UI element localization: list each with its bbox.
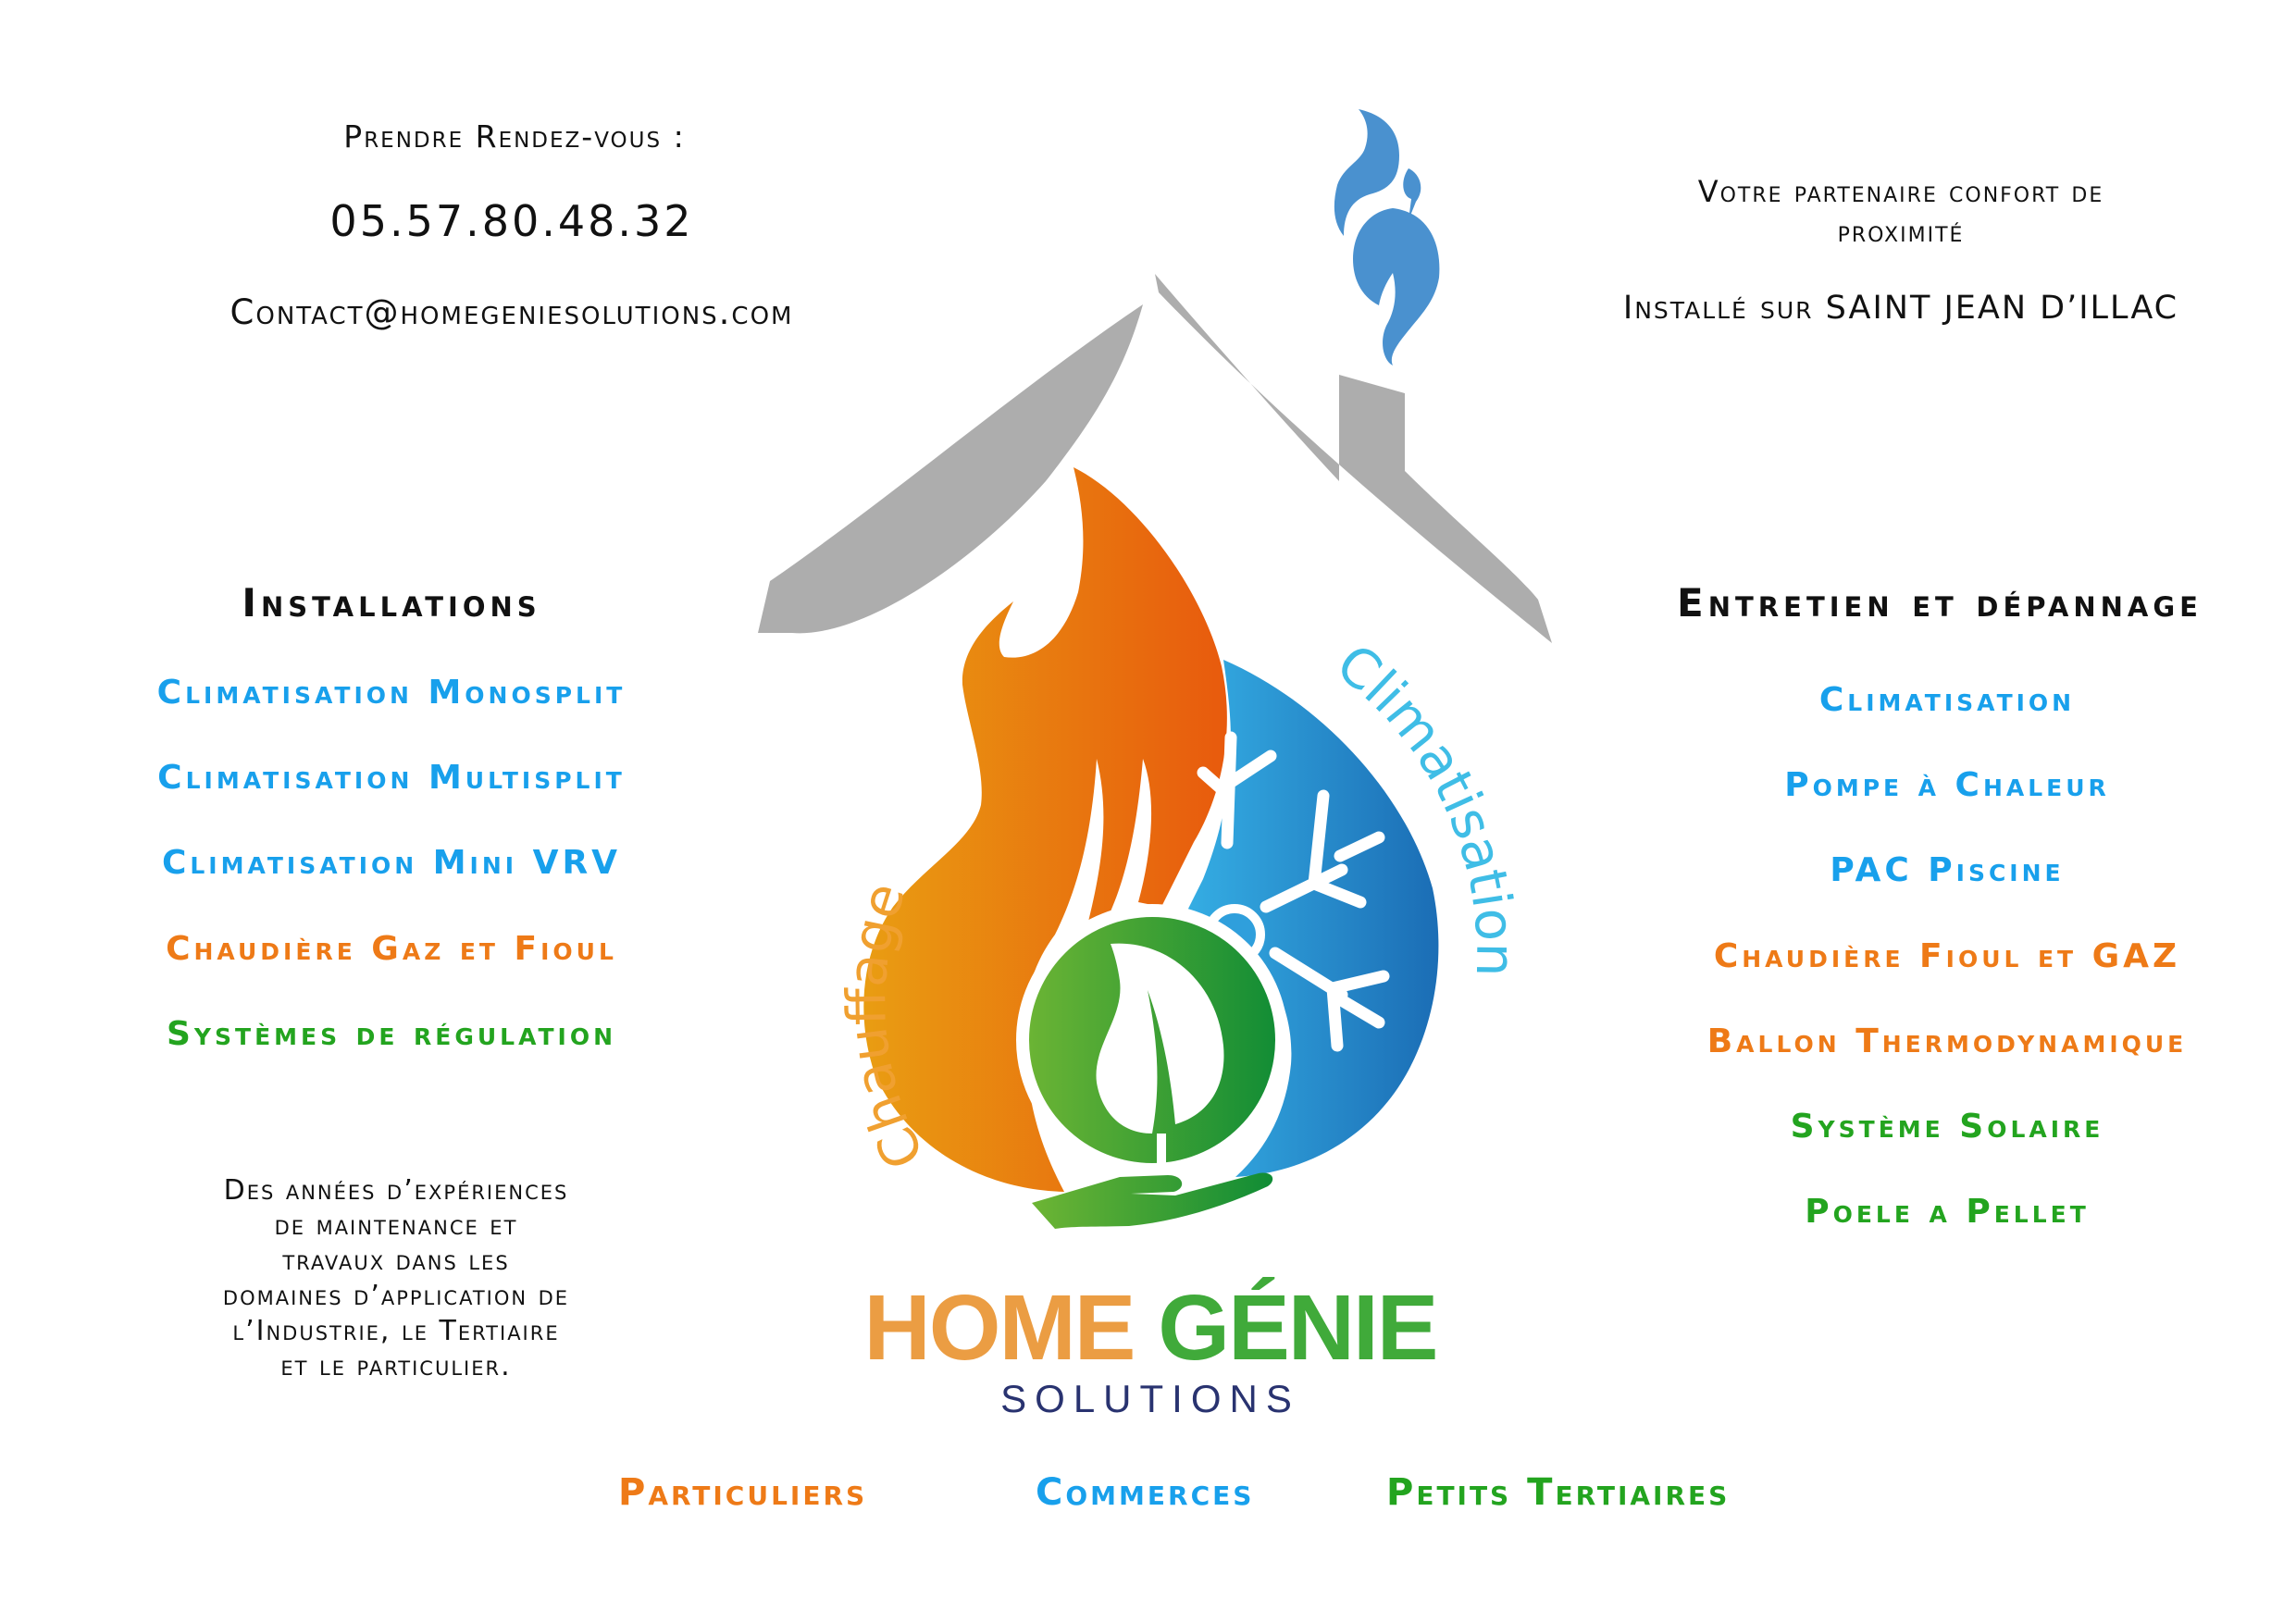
- experience-line: domaines d’application de: [222, 1280, 570, 1312]
- brand-name: HOME GÉNIE: [863, 1275, 1439, 1381]
- water-drop-icon: [1185, 660, 1439, 1177]
- tagline-line1: Votre partenaire confort de: [1697, 174, 2104, 209]
- installation-item: Climatisation Monosplit: [156, 674, 627, 712]
- location-text: Installé sur SAINT JEAN D’ILLAC: [1622, 290, 2179, 327]
- brand-subtitle: SOLUTIONS: [1000, 1377, 1300, 1420]
- tagline-line2: proximité: [1837, 214, 1965, 249]
- experience-line: l’Industrie, le Tertiaire: [232, 1315, 560, 1347]
- clientele-particuliers: Particuliers: [618, 1471, 868, 1514]
- appointment-label: Prendre Rendez-vous :: [343, 118, 686, 155]
- leaf-icon: [1096, 943, 1224, 1134]
- experience-line: travaux dans les: [282, 1245, 510, 1277]
- maintenance-item: Poele a Pellet: [1805, 1193, 2090, 1231]
- experience-paragraph: Des années d’expériences de maintenance …: [223, 1173, 569, 1384]
- snowflake-icon: [1197, 731, 1390, 1052]
- maintenance-item: Climatisation: [1818, 681, 2076, 719]
- maintenance-item: PAC Piscine: [1830, 851, 2065, 889]
- installation-item: Climatisation Multisplit: [157, 759, 626, 797]
- flame-icon: [863, 467, 1227, 1192]
- hand-icon: [1032, 1172, 1273, 1229]
- experience-line: de maintenance et: [274, 1209, 518, 1242]
- maintenance-heading: Entretien et dépannage: [1677, 580, 2203, 626]
- installation-item: Chaudière Gaz et Fioul: [166, 930, 617, 968]
- brand-word-home: HOME: [863, 1276, 1136, 1380]
- brand-word-genie: GÉNIE: [1158, 1276, 1438, 1380]
- clientele-petits-tertiaires: Petits Tertiaires: [1386, 1471, 1731, 1514]
- house-roof-icon: [758, 274, 1552, 643]
- maintenance-item: Système Solaire: [1790, 1108, 2104, 1146]
- installations-heading: Installations: [242, 580, 541, 626]
- installation-item: Systèmes de régulation: [166, 1015, 617, 1053]
- maintenance-item: Ballon Thermodynamique: [1706, 1022, 2188, 1060]
- maintenance-item: Pompe à Chaleur: [1784, 766, 2110, 804]
- clientele-commerces: Commerces: [1036, 1471, 1255, 1514]
- experience-line: et le particulier.: [280, 1350, 512, 1382]
- phone-number[interactable]: 05.57.80.48.32: [329, 196, 694, 246]
- installation-item: Climatisation Mini VRV: [161, 844, 622, 882]
- email-link[interactable]: Contact@homegeniesolutions.com: [230, 292, 794, 332]
- maintenance-item: Chaudière Fioul et GAZ: [1713, 937, 2181, 975]
- chimney-smoke-icon: [1334, 109, 1440, 365]
- experience-line: Des années d’expériences: [223, 1174, 569, 1207]
